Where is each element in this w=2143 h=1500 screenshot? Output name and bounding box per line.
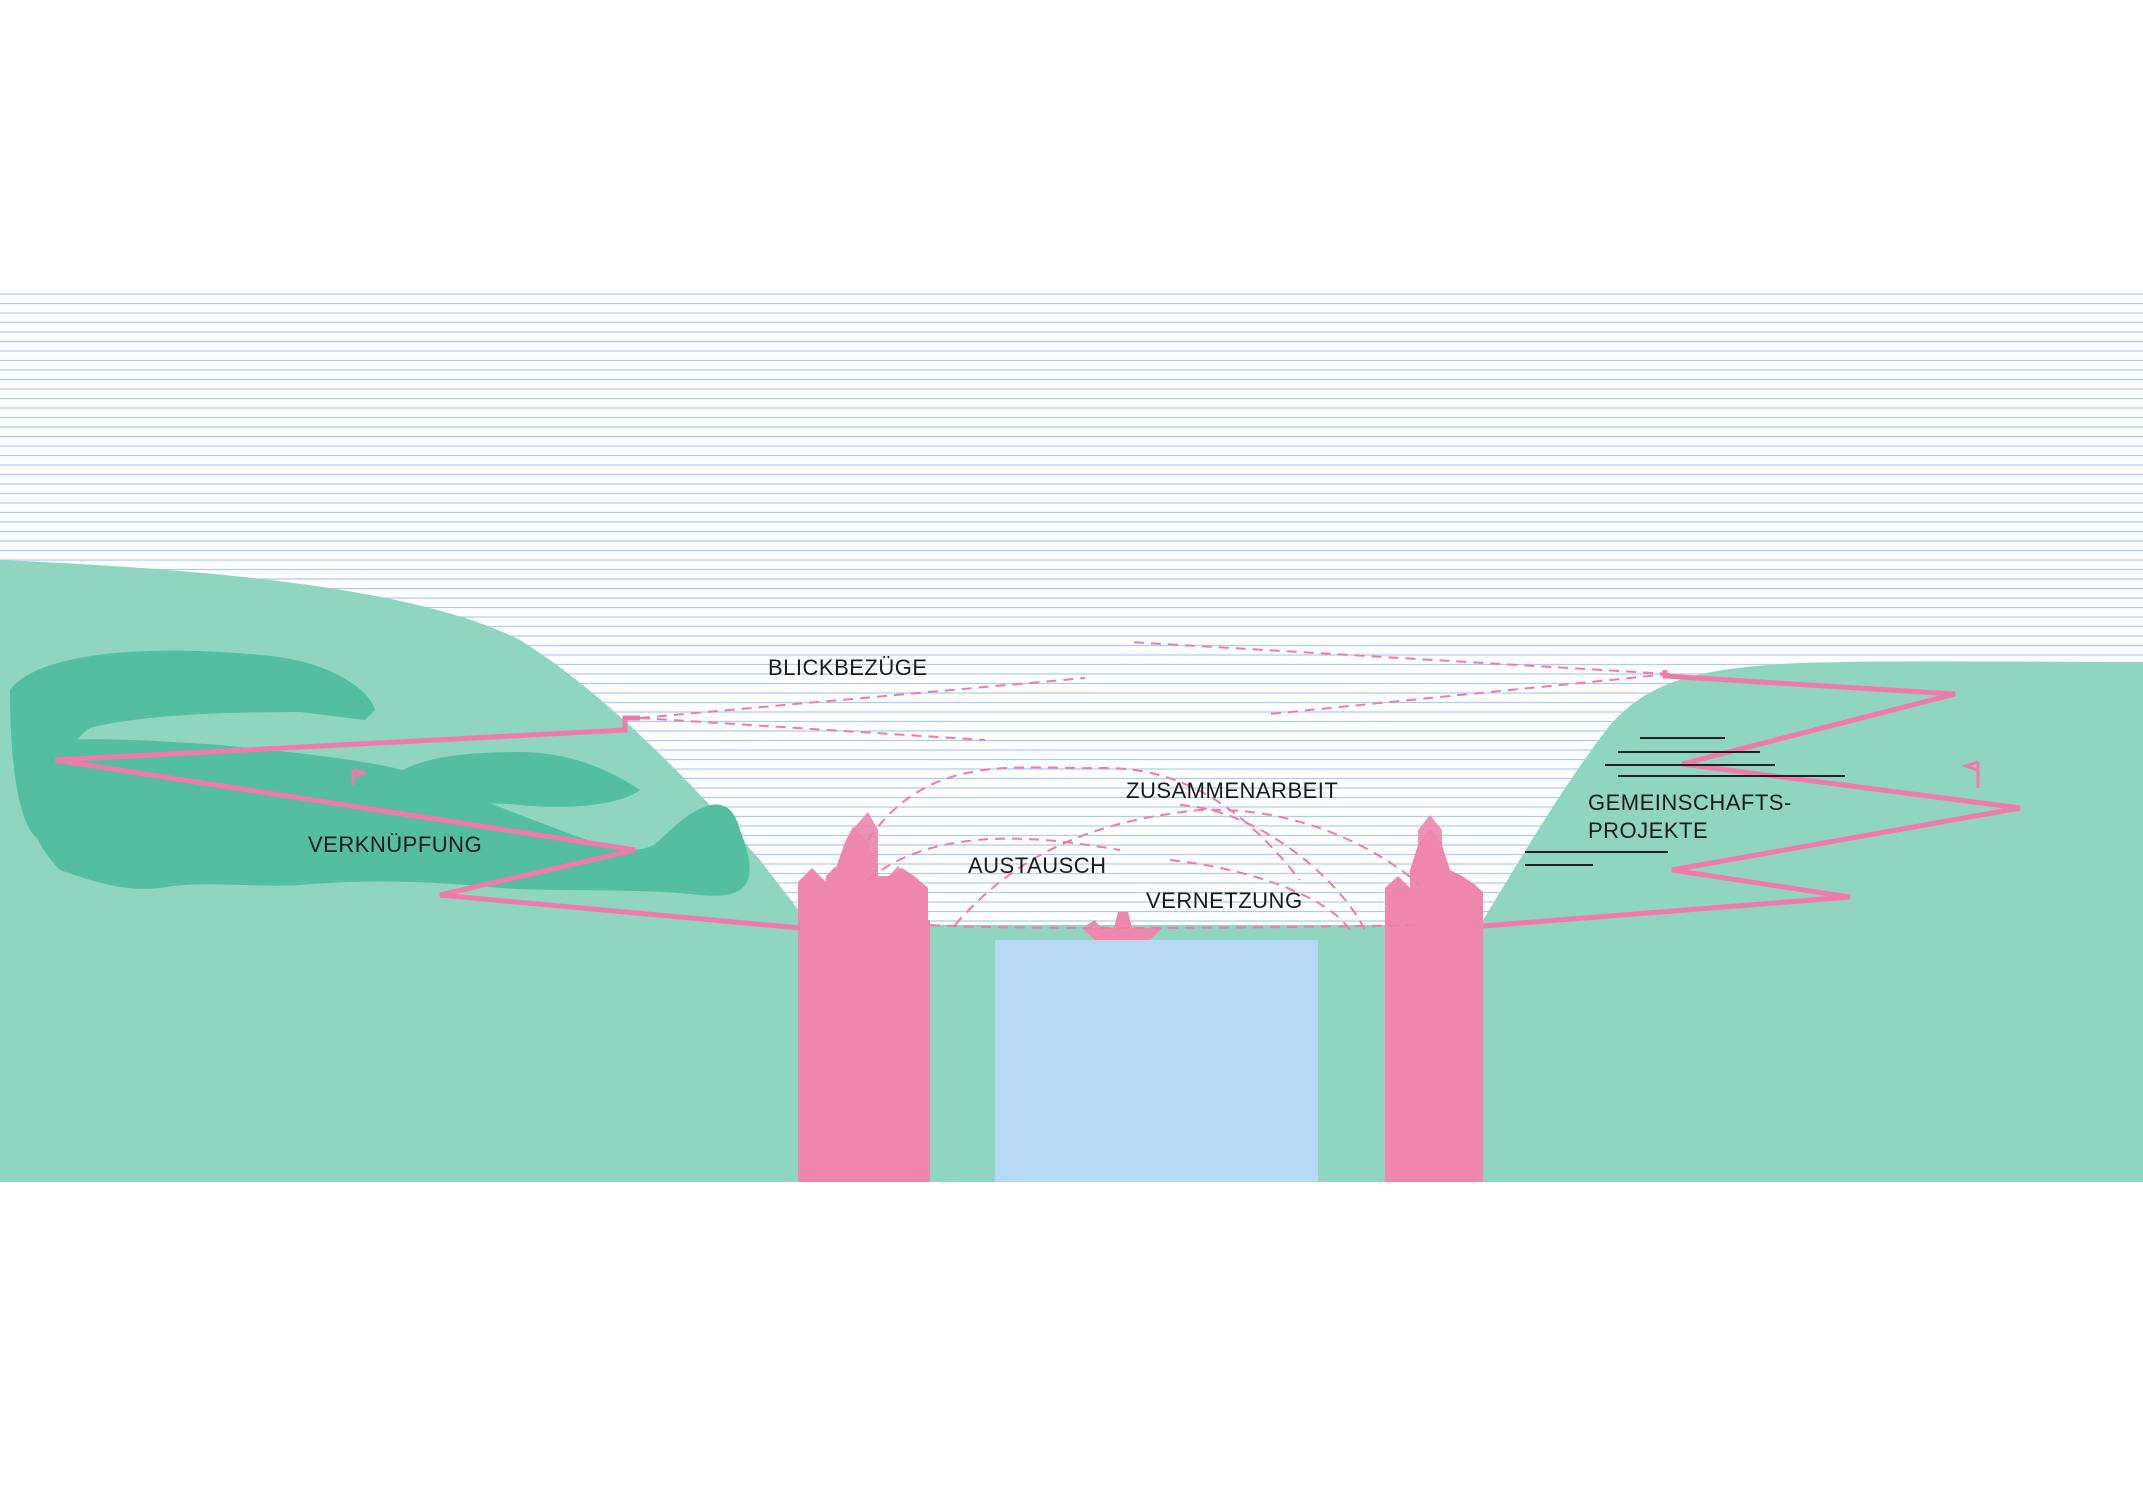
right-hiking-path xyxy=(1482,670,2021,929)
flag-icon xyxy=(351,768,366,785)
flag-icon xyxy=(1961,760,1980,788)
castle-tower-icon xyxy=(852,812,912,920)
view-relation-lines xyxy=(639,641,1671,741)
label-austausch: AUSTAUSCH xyxy=(968,853,1107,878)
boat-icon xyxy=(1082,912,1162,940)
cooperation-arcs xyxy=(867,766,1421,931)
left-hiking-path xyxy=(54,715,801,931)
community-project-ticks xyxy=(1525,737,1845,866)
label-vernetzung: VERNETZUNG xyxy=(1146,888,1303,913)
castle-tower-icon xyxy=(1418,815,1442,885)
right-hill xyxy=(1480,661,2143,1182)
label-zusammenarbeit: ZUSAMMENARBEIT xyxy=(1126,778,1338,803)
label-gemeinschafts-line2: PROJEKTE xyxy=(1588,818,1708,843)
label-gemeinschafts-line1: GEMEINSCHAFTS- xyxy=(1588,790,1792,815)
left-forest-patches xyxy=(10,650,750,896)
label-verknuepfung: VERKNÜPFUNG xyxy=(308,832,482,857)
label-blickbezuege: BLICKBEZÜGE xyxy=(768,655,928,680)
river-water xyxy=(995,940,1318,1182)
